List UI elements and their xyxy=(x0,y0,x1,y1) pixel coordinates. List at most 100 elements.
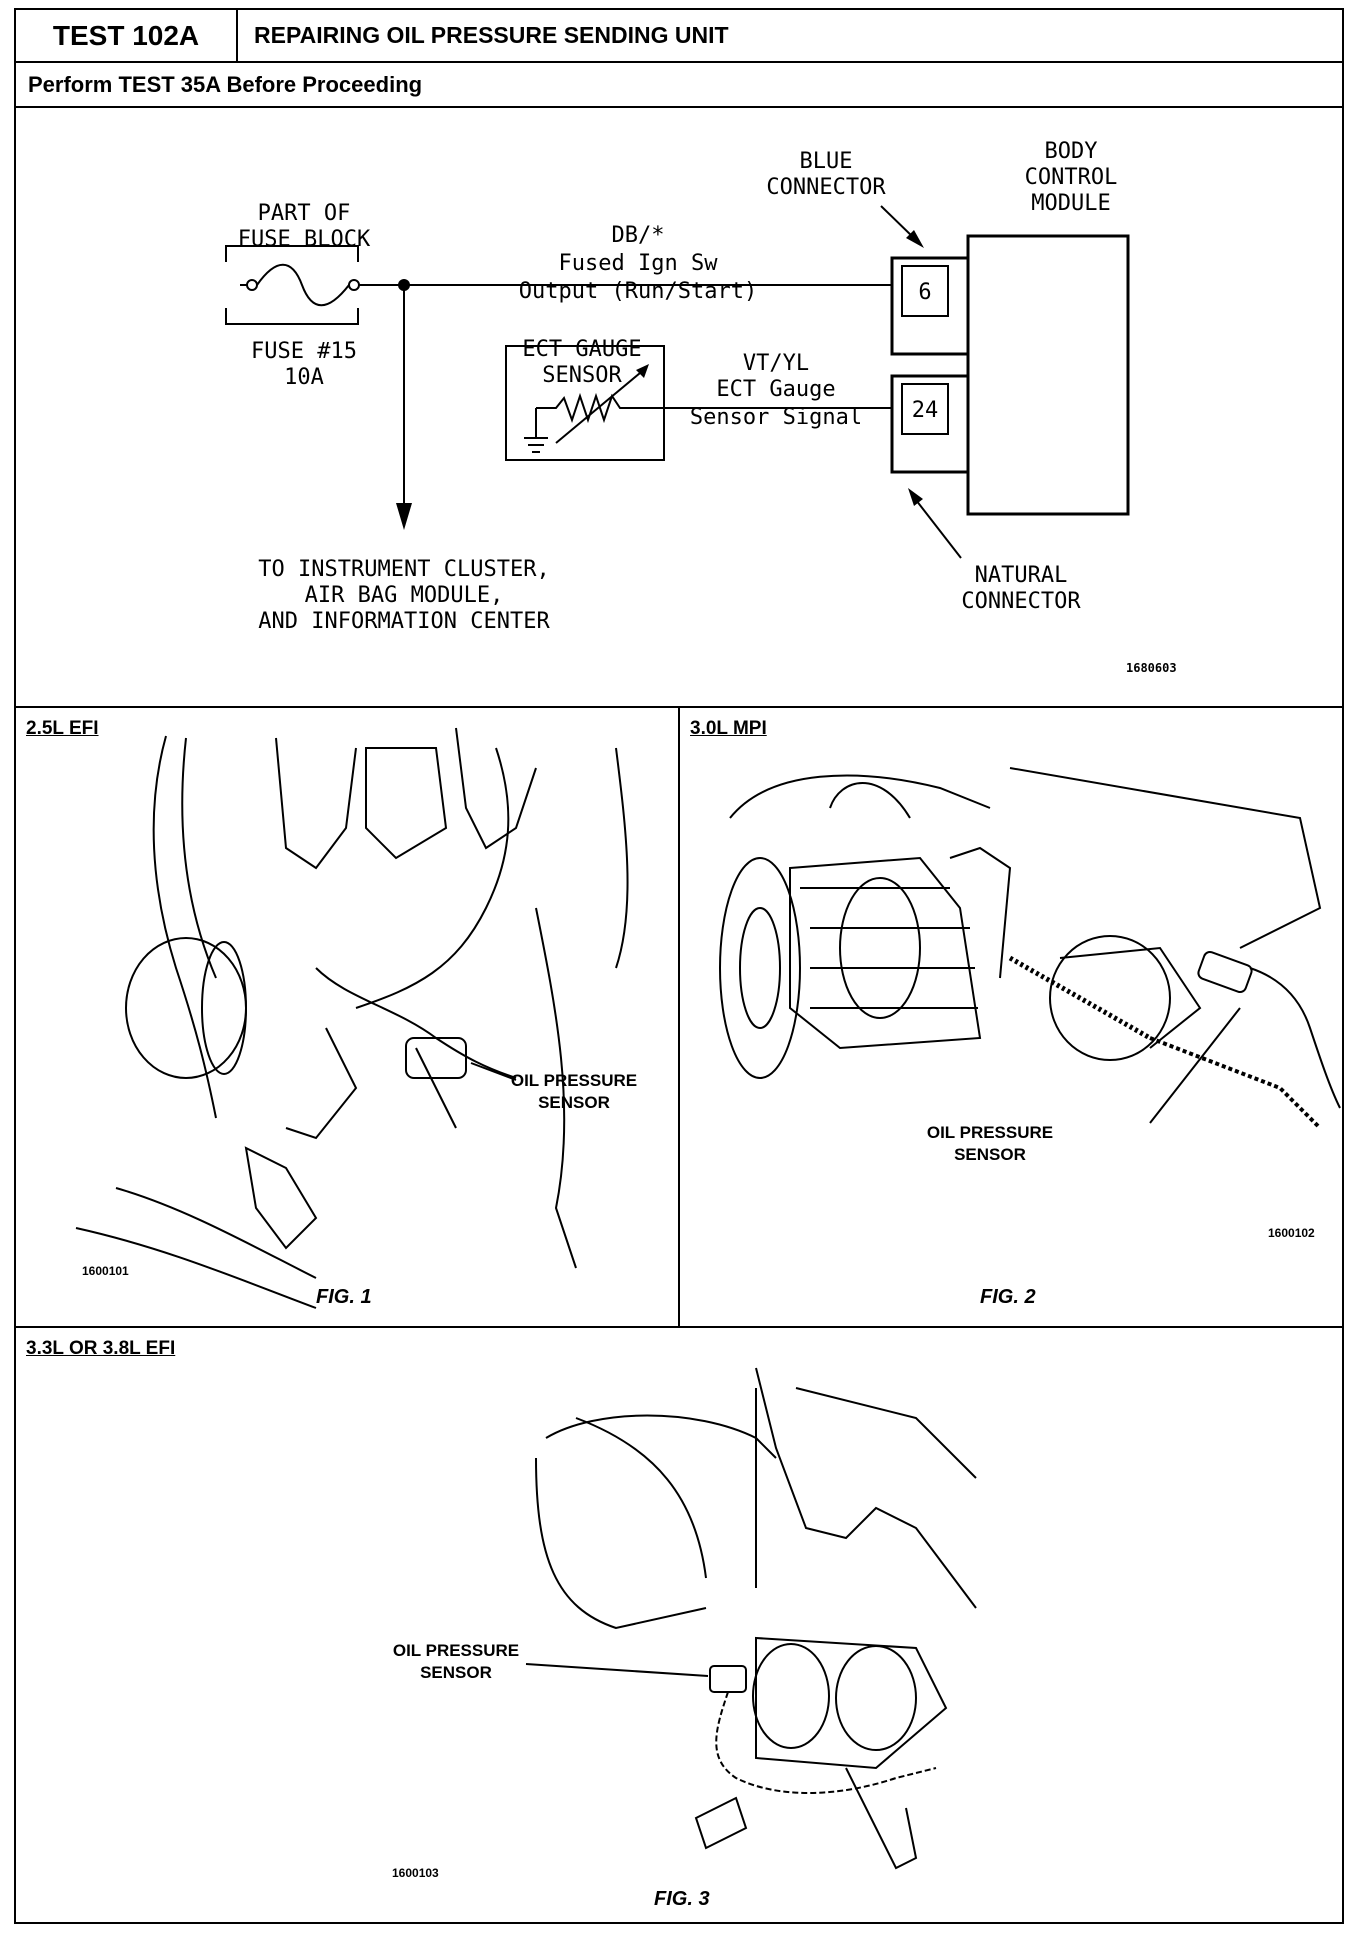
oil-pressure-sensor xyxy=(709,1665,747,1693)
natural-connector-arrowhead xyxy=(908,488,923,506)
splice-dot xyxy=(398,279,410,291)
pin-24-box xyxy=(901,383,949,435)
oil-filter-2 xyxy=(835,1645,917,1751)
blue-connector-label-1: BLUE xyxy=(800,149,853,174)
harness-center xyxy=(355,747,510,1009)
fig1-caption: FIG. 1 xyxy=(316,1286,372,1308)
fig1-engine-label: 2.5L EFI xyxy=(26,718,99,739)
pin-6: 6 xyxy=(918,280,931,305)
bcm-label-2: CONTROL xyxy=(1025,165,1118,190)
bracket xyxy=(365,747,448,860)
fig2-engine-label: 3.0L MPI xyxy=(690,718,767,739)
fig1-illustration xyxy=(75,727,629,1309)
wiring-loom xyxy=(1008,955,1152,1041)
fig1-callout-leader xyxy=(470,1062,517,1081)
fuse-element xyxy=(240,264,350,306)
fig3-callout-leader xyxy=(525,1663,709,1677)
natural-connector-label-2: CONNECTOR xyxy=(961,589,1081,614)
destination-line-1: TO INSTRUMENT CLUSTER, xyxy=(258,557,549,582)
harness-left xyxy=(152,735,217,1119)
ground-symbol xyxy=(524,408,548,453)
fig2-callout-leader xyxy=(1149,1007,1241,1124)
destination-line-2: AIR BAG MODULE, xyxy=(305,583,504,608)
fuse-block-label-1: PART OF xyxy=(258,201,351,226)
engine-block-outline xyxy=(275,737,357,870)
fuse-block-outline-bottom xyxy=(225,308,359,325)
ac-compressor xyxy=(789,856,982,1050)
bracket xyxy=(949,846,1012,979)
fig3-illustration xyxy=(525,1367,977,1870)
fig2-callout: OIL PRESSURE SENSOR xyxy=(910,1122,1070,1166)
schematic-drawing: PART OF FUSE BLOCK FUSE #15 10A DB/* Fus… xyxy=(225,139,1177,675)
fig2-panel: 3.0L MPI OIL PRESSURE xyxy=(680,708,1342,1328)
fig1-code: 1600101 xyxy=(82,1264,129,1278)
front-arrow-icon xyxy=(694,1796,748,1850)
fig1-callout-line-1: OIL PRESSURE xyxy=(510,1071,638,1090)
transaxle-outline xyxy=(545,1414,777,1459)
fig1-callout-line-2: SENSOR xyxy=(538,1093,610,1112)
schematic-code: 1680603 xyxy=(1126,661,1177,675)
thermistor-arrow-line xyxy=(555,367,647,444)
engine-block xyxy=(755,1367,977,1609)
fuse-terminal-right xyxy=(348,279,360,291)
wire2-color: VT/YL xyxy=(743,351,809,376)
fig2-caption: FIG. 2 xyxy=(980,1286,1036,1308)
fig2-callout-line-2: SENSOR xyxy=(954,1145,1026,1164)
natural-connector-leader xyxy=(915,499,962,559)
fig1-callout: OIL PRESSURE SENSOR xyxy=(494,1070,654,1114)
oil-filter xyxy=(125,937,247,1079)
fig3-panel: 3.3L OR 3.8L EFI OIL PRESSURE SEN xyxy=(16,1328,1342,1924)
fig3-callout: OIL PRESSURE SENSOR xyxy=(376,1640,536,1684)
ect-sensor-box xyxy=(505,345,665,461)
thermistor-symbol xyxy=(536,392,664,424)
blue-connector-body xyxy=(890,256,970,356)
fuse-block-label-2: FUSE BLOCK xyxy=(238,227,371,252)
oil-filter xyxy=(1049,935,1171,1061)
pulley xyxy=(719,857,801,1079)
oil-filter-1 xyxy=(752,1643,830,1749)
fig2-illustration xyxy=(719,767,1341,1130)
page-frame: TEST 102A REPAIRING OIL PRESSURE SENDING… xyxy=(14,8,1344,1924)
cluster-arrowhead xyxy=(396,503,412,530)
engine-outline-top xyxy=(729,774,991,819)
bcm-label-3: MODULE xyxy=(1031,191,1110,216)
oil-pressure-sensor xyxy=(405,1037,467,1079)
wire1-desc-2: Output (Run/Start) xyxy=(519,279,757,304)
oil-pressure-sensor xyxy=(1197,950,1253,994)
wire1-color: DB/* xyxy=(612,223,665,248)
test-title: REPAIRING OIL PRESSURE SENDING UNIT xyxy=(254,22,729,48)
fig2-code: 1600102 xyxy=(1268,1226,1315,1240)
bcm-label-1: BODY xyxy=(1045,139,1098,164)
fig3-engine-label: 3.3L OR 3.8L EFI xyxy=(26,1338,176,1359)
fig3-callout-line-1: OIL PRESSURE xyxy=(392,1641,520,1660)
natural-connector-body xyxy=(890,374,970,474)
wire2-desc-2: Sensor Signal xyxy=(690,405,862,430)
header-row: TEST 102A REPAIRING OIL PRESSURE SENDING… xyxy=(16,10,1342,63)
fuse-name: FUSE #15 xyxy=(251,339,357,364)
ect-sensor-label-1: ECT GAUGE xyxy=(522,337,641,362)
wire1-desc-1: Fused Ign Sw xyxy=(559,251,719,276)
fuse-block-outline-top xyxy=(225,245,359,262)
blue-connector-label-2: CONNECTOR xyxy=(766,175,886,200)
fig1-panel: 2.5L EFI xyxy=(16,708,680,1328)
bcm-box xyxy=(966,234,1130,516)
test-number: TEST 102A xyxy=(16,10,238,61)
ect-sensor-label-2: SENSOR xyxy=(542,363,622,388)
thermistor-arrowhead xyxy=(636,364,649,378)
fuse-terminal-left xyxy=(246,279,258,291)
fig3-caption: FIG. 3 xyxy=(654,1888,710,1910)
fig2-callout-line-1: OIL PRESSURE xyxy=(926,1123,1054,1142)
blue-connector-arrowhead xyxy=(906,230,924,248)
hose xyxy=(75,1227,317,1309)
pin-24: 24 xyxy=(912,398,939,423)
fig3-code: 1600103 xyxy=(392,1866,439,1880)
destination-line-3: AND INFORMATION CENTER xyxy=(258,609,550,634)
wire2-desc-1: ECT Gauge xyxy=(716,377,835,402)
natural-connector-label-1: NATURAL xyxy=(975,563,1068,588)
fig3-callout-line-2: SENSOR xyxy=(420,1663,492,1682)
sensor-wire xyxy=(715,1691,937,1794)
fuse-rating: 10A xyxy=(284,365,324,390)
wiring-schematic: PART OF FUSE BLOCK FUSE #15 10A DB/* Fus… xyxy=(16,108,1342,708)
pin-6-box xyxy=(901,265,949,317)
prerequisite-note: Perform TEST 35A Before Proceeding xyxy=(16,63,1342,108)
